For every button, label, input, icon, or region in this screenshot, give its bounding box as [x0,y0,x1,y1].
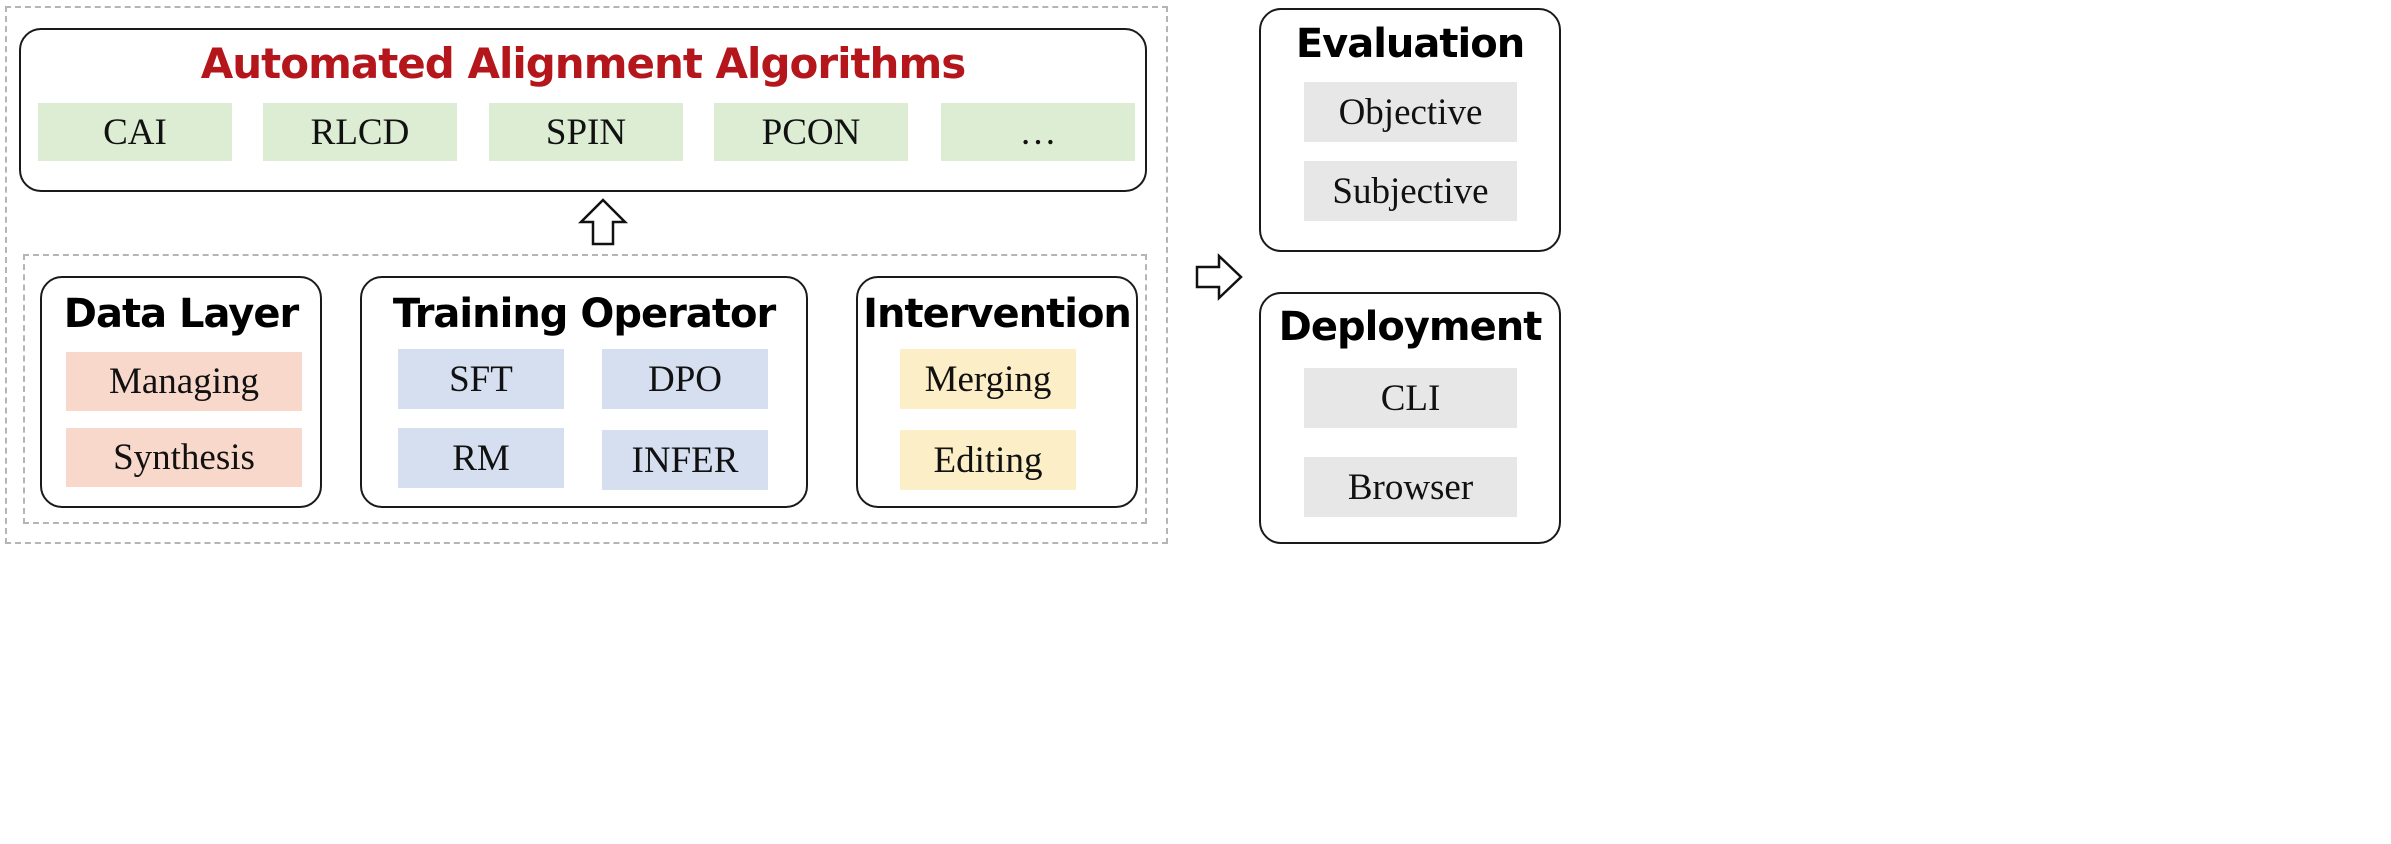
modules-container [23,254,1147,524]
data-layer-chip-managing: Managing [66,352,302,411]
training-chip-sft: SFT [398,349,564,409]
arrow-up-icon [577,198,629,246]
training-chip-rm: RM [398,428,564,488]
deployment-title: Deployment [1278,304,1543,350]
deployment-chip-browser: Browser [1304,457,1517,517]
evaluation-title: Evaluation [1295,21,1525,67]
algorithm-chip-cai: CAI [38,103,232,161]
algorithm-chip-more: … [941,103,1135,161]
arrow-right-icon [1195,253,1243,301]
algorithm-chip-spin: SPIN [489,103,683,161]
evaluation-chip-objective: Objective [1304,82,1517,142]
deployment-chip-cli: CLI [1304,368,1517,428]
data-layer-title: Data Layer [63,291,299,337]
training-chip-dpo: DPO [602,349,768,409]
training-operator-title: Training Operator [392,291,776,337]
algorithm-chip-pcon: PCON [714,103,908,161]
intervention-title: Intervention [863,291,1132,337]
training-chip-infer: INFER [602,430,768,490]
data-layer-chip-synthesis: Synthesis [66,428,302,487]
intervention-chip-merging: Merging [900,349,1076,409]
intervention-chip-editing: Editing [900,430,1076,490]
algorithms-title: Automated Alignment Algorithms [200,39,966,88]
evaluation-chip-subjective: Subjective [1304,161,1517,221]
framework-container [5,6,1168,544]
algorithm-chip-rlcd: RLCD [263,103,457,161]
